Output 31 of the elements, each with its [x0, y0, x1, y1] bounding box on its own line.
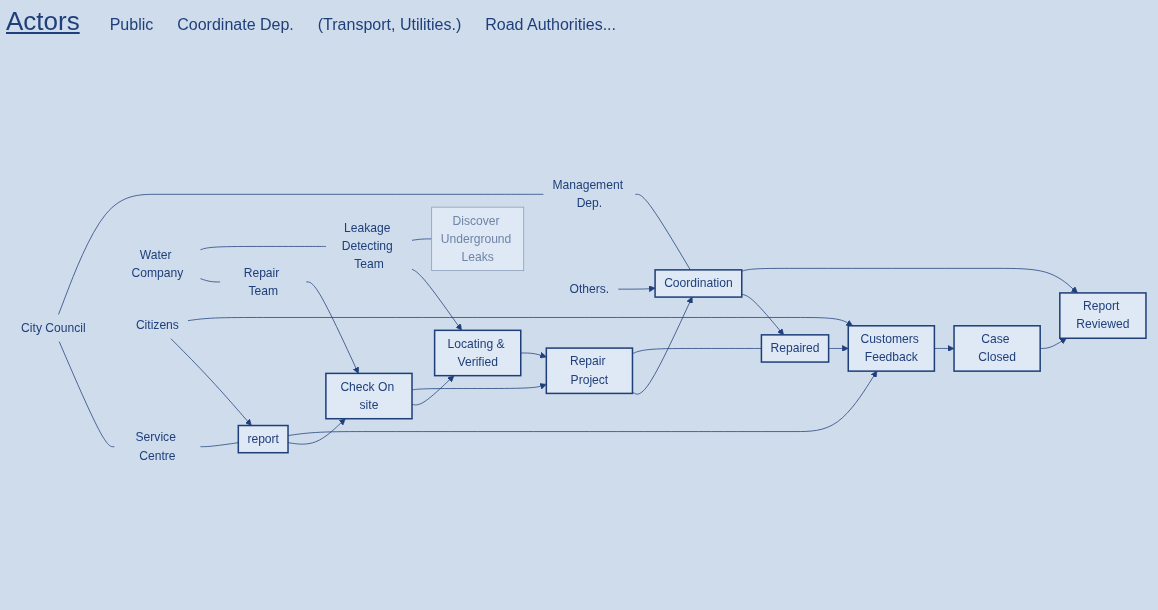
connector [635, 193, 691, 271]
connector [58, 193, 544, 315]
node-box: Repair Project [545, 347, 634, 395]
connector [632, 348, 762, 354]
node-box: Customers Feedback [847, 325, 936, 372]
node-box: Repaired [760, 334, 830, 363]
node-box: Discover Underground Leaks [431, 206, 525, 271]
connector [58, 341, 115, 448]
connector [200, 442, 239, 448]
note-text: (Transport, Utilities.) [317, 16, 462, 34]
connector [411, 238, 433, 241]
node-box: Coordination [654, 269, 743, 298]
node-text: Service Centre [135, 430, 176, 462]
node-text: Management Dep. [552, 178, 623, 210]
node-box: Locating & Verified [433, 329, 522, 377]
connector [200, 278, 221, 283]
node-text: Citizens [135, 318, 179, 332]
connector [200, 246, 327, 251]
title: Actors [6, 6, 80, 37]
note-text: Road Authorities... [485, 16, 616, 34]
node-text: Repair Team [243, 266, 280, 298]
node-text: Water Company [131, 248, 184, 280]
node-box: Case Closed [953, 325, 1041, 372]
note-text: Public [109, 16, 154, 34]
node-text: Others. [569, 282, 610, 296]
node-box: Report Reviewed [1059, 292, 1147, 339]
node-box: report [237, 424, 289, 454]
node-box: Check On site [325, 372, 413, 420]
note-text: Coordinate Dep. [177, 16, 294, 34]
node-text: Leakage Detecting Team [341, 221, 393, 271]
node-text: City Council [21, 321, 86, 335]
